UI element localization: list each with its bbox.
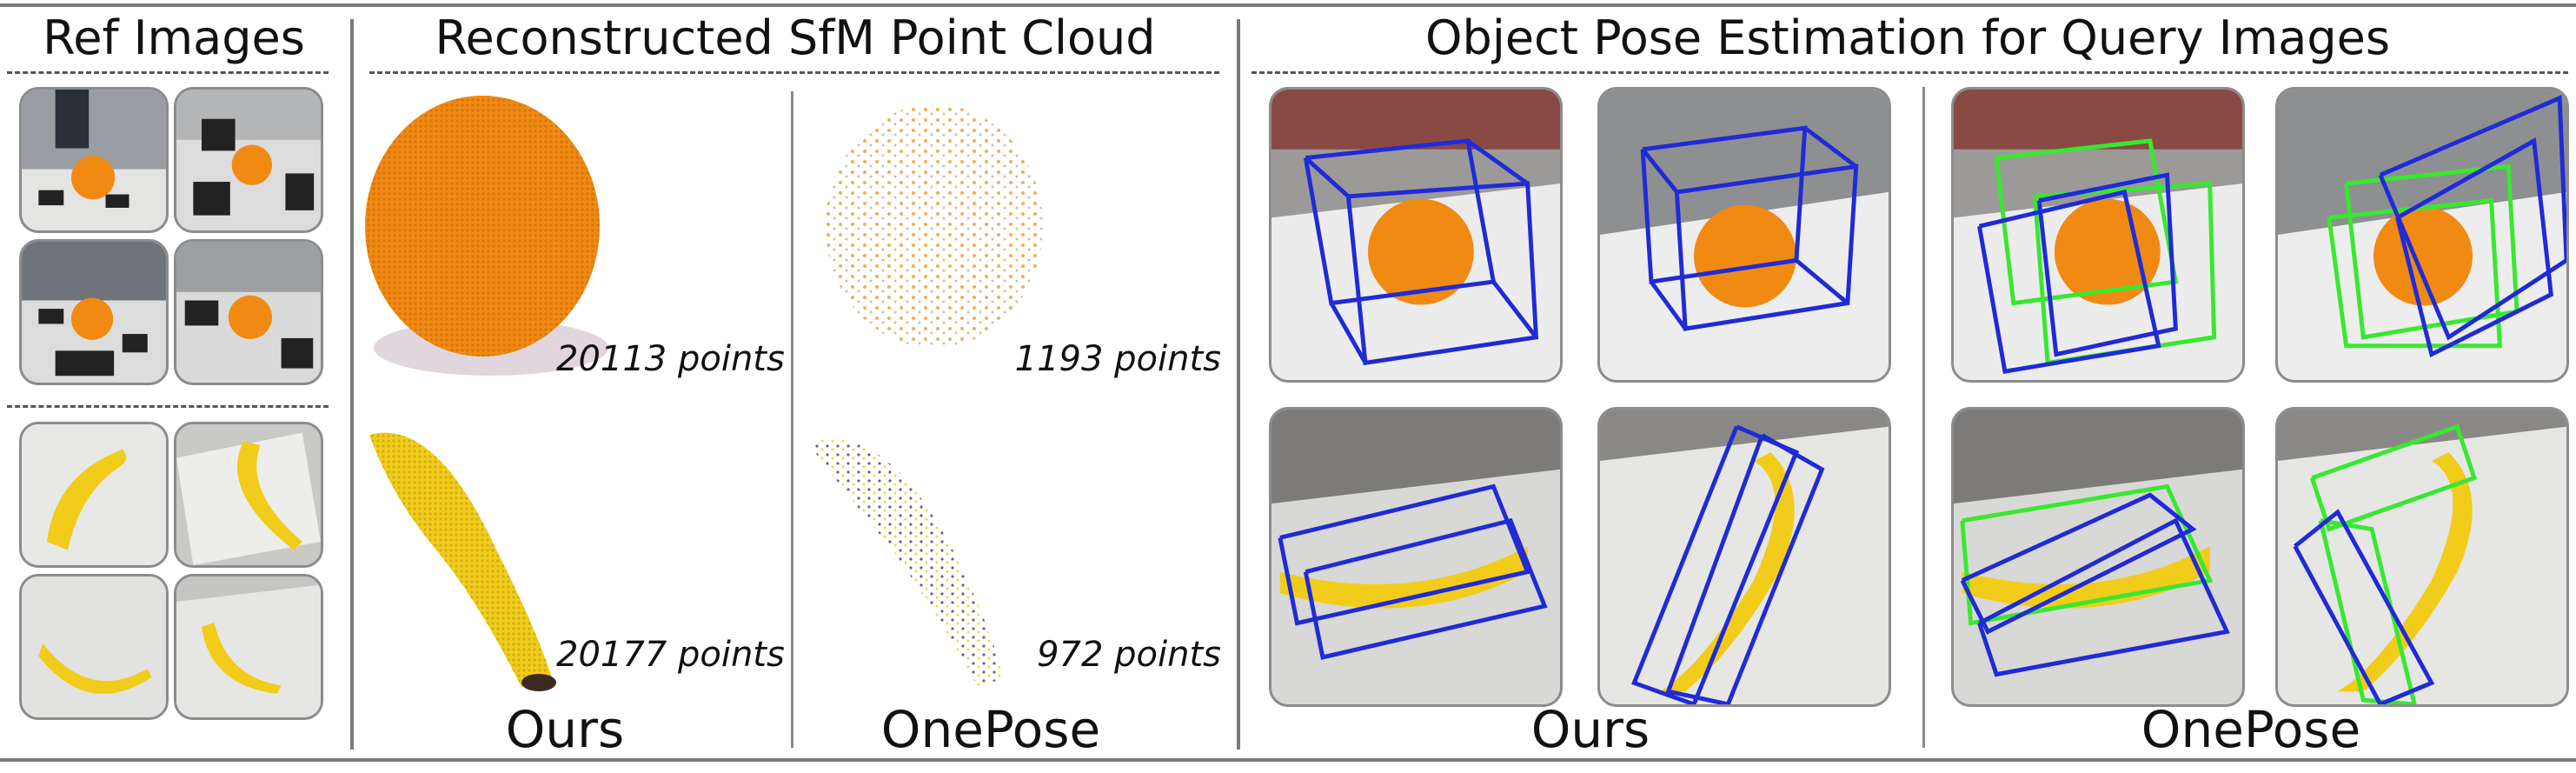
sfm-onepose-label: OnePose: [880, 700, 1101, 759]
banana-ours-point-count: 20177 points: [556, 635, 785, 675]
ref-title-separator: [7, 71, 329, 74]
pose-ours-orange-2: [1597, 87, 1891, 383]
pose-onepose-label: OnePose: [2141, 700, 2361, 759]
divider-sfm-methods: [791, 91, 793, 748]
sfm-ours-label: Ours: [505, 700, 625, 759]
pose-ours-label: Ours: [1530, 700, 1650, 759]
ref-image-banana-3: [19, 574, 169, 720]
pose-onepose-orange-2: [2275, 87, 2569, 383]
pose-ours-banana-1: [1269, 407, 1563, 707]
bottom-border: [0, 758, 2576, 762]
ref-images-title: Ref Images: [43, 10, 305, 65]
ref-image-orange-3: [19, 239, 169, 385]
pose-ours-banana-2: [1597, 407, 1891, 707]
pose-onepose-orange-1: [1951, 87, 2245, 383]
sfm-title: Reconstructed SfM Point Cloud: [435, 10, 1156, 65]
divider-ref-sfm: [350, 19, 354, 750]
ref-image-banana-4: [174, 574, 323, 720]
sfm-title-separator: [369, 71, 1219, 74]
ref-image-orange-2: [174, 87, 323, 233]
ref-object-separator: [7, 405, 329, 408]
ref-image-orange-1: [19, 87, 169, 233]
pose-title: Object Pose Estimation for Query Images: [1425, 10, 2390, 65]
pose-onepose-banana-2: [2275, 407, 2569, 707]
ref-image-orange-4: [174, 239, 323, 385]
point-cloud-banana-ours: [365, 417, 591, 696]
point-cloud-banana-onepose: [804, 417, 1047, 696]
banana-onepose-point-count: 972 points: [1037, 635, 1221, 675]
orange-onepose-point-count: 1193 points: [1014, 339, 1221, 379]
point-cloud-orange-ours: [361, 87, 613, 383]
pose-ours-orange-1: [1269, 87, 1563, 383]
divider-sfm-pose: [1237, 19, 1240, 750]
pose-onepose-banana-1: [1951, 407, 2245, 707]
point-cloud-orange-onepose: [813, 96, 1056, 374]
ref-image-banana-1: [19, 422, 169, 568]
top-border: [0, 3, 2576, 7]
divider-pose-methods: [1922, 87, 1925, 748]
ref-image-banana-2: [174, 422, 323, 568]
pose-title-separator: [1251, 71, 2568, 74]
orange-ours-point-count: 20113 points: [556, 339, 785, 379]
